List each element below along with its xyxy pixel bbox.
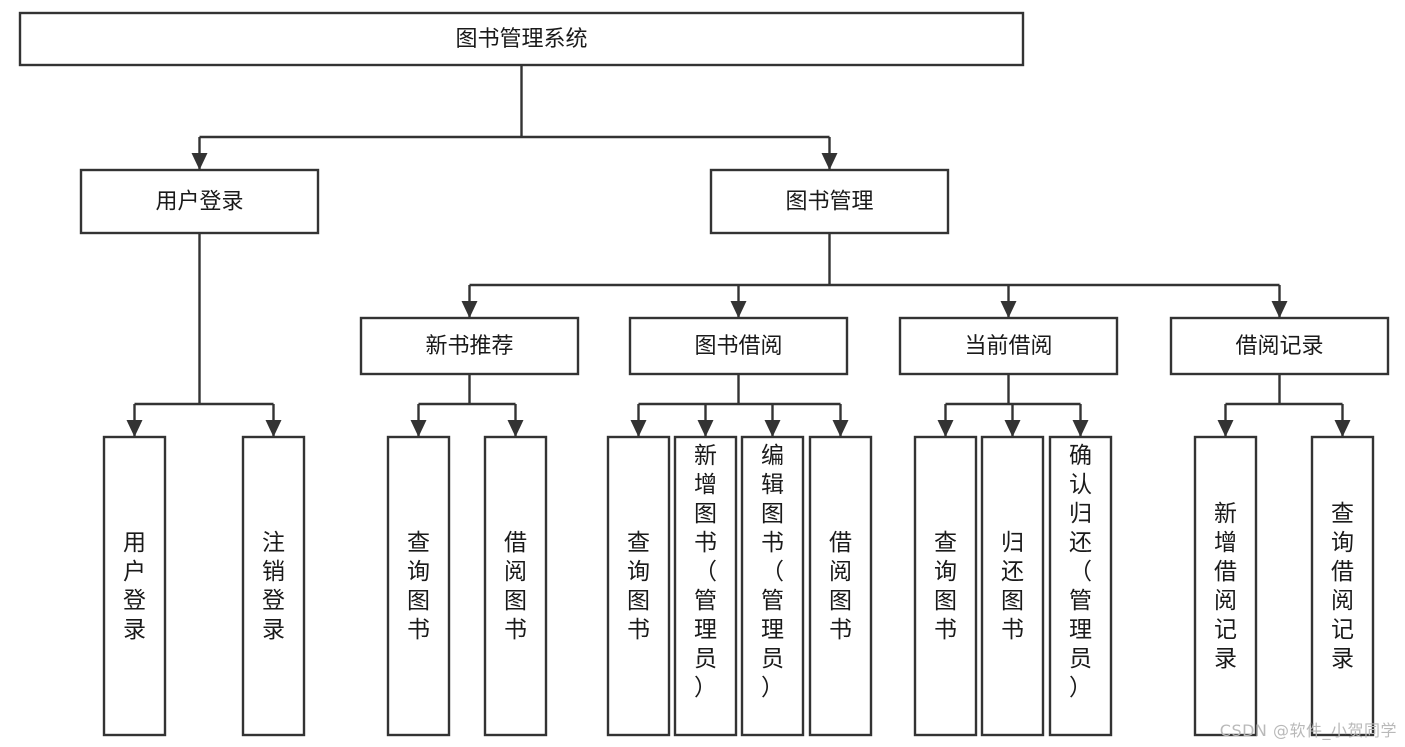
arrow-head-icon bbox=[697, 420, 714, 437]
node-user-login[interactable]: 用户登录 bbox=[79, 168, 320, 235]
node-label: 新增借阅记录 bbox=[1214, 501, 1237, 672]
node-box bbox=[1169, 316, 1390, 376]
node-leaf-query-book-borrow[interactable]: 查询图书 bbox=[606, 435, 671, 737]
node-box bbox=[1310, 435, 1375, 737]
arrow-head-icon bbox=[191, 153, 208, 170]
node-leaf-borrow-book-recommend[interactable]: 借阅图书 bbox=[483, 435, 548, 737]
node-label: 归还图书 bbox=[1001, 530, 1024, 643]
node-borrow-record[interactable]: 借阅记录 bbox=[1169, 316, 1390, 376]
node-leaf-return-book[interactable]: 归还图书 bbox=[980, 435, 1045, 737]
node-leaf-query-book-recommend[interactable]: 查询图书 bbox=[386, 435, 451, 737]
arrow-head-icon bbox=[1004, 420, 1021, 437]
arrow-head-icon bbox=[507, 420, 524, 437]
node-new-book-recommend[interactable]: 新书推荐 bbox=[359, 316, 580, 376]
node-label: 查询图书 bbox=[627, 530, 650, 643]
node-label: 确认归还（管理员） bbox=[1069, 443, 1092, 701]
node-box bbox=[740, 435, 805, 737]
arrow-head-icon bbox=[1072, 420, 1089, 437]
arrow-head-icon bbox=[937, 420, 954, 437]
node-box bbox=[241, 435, 306, 737]
node-label: 新书推荐 bbox=[425, 334, 513, 359]
node-leaf-borrow-book[interactable]: 借阅图书 bbox=[808, 435, 873, 737]
node-label: 新增图书（管理员） bbox=[694, 443, 717, 701]
node-label: 用户登录 bbox=[123, 530, 146, 643]
node-box bbox=[386, 435, 451, 737]
node-box bbox=[628, 316, 849, 376]
arrow-head-icon bbox=[410, 420, 427, 437]
node-box bbox=[18, 11, 1025, 67]
node-box bbox=[1048, 435, 1113, 737]
connector-layer bbox=[126, 65, 1351, 437]
node-label: 借阅记录 bbox=[1235, 334, 1323, 359]
arrow-head-icon bbox=[1217, 420, 1234, 437]
arrow-head-icon bbox=[1271, 301, 1288, 318]
node-box bbox=[898, 316, 1119, 376]
arrow-head-icon bbox=[832, 420, 849, 437]
node-box bbox=[79, 168, 320, 235]
node-label: 注销登录 bbox=[262, 530, 285, 643]
node-leaf-confirm-return-admin[interactable]: 确认归还（管理员） bbox=[1048, 435, 1113, 737]
node-label: 查询借阅记录 bbox=[1331, 501, 1354, 672]
edge-group-book-manage bbox=[461, 233, 1288, 318]
node-label: 借阅图书 bbox=[829, 530, 852, 643]
arrow-head-icon bbox=[126, 420, 143, 437]
node-box bbox=[709, 168, 950, 235]
node-label: 编辑图书（管理员） bbox=[761, 443, 784, 701]
node-box bbox=[102, 435, 167, 737]
edge-group-current-borrow bbox=[937, 374, 1089, 437]
arrow-head-icon bbox=[1000, 301, 1017, 318]
node-leaf-logout-login[interactable]: 注销登录 bbox=[241, 435, 306, 737]
node-label: 当前借阅 bbox=[964, 334, 1052, 359]
edge-group-user-login bbox=[126, 233, 282, 437]
node-label: 查询图书 bbox=[407, 530, 430, 643]
node-leaf-add-book-admin[interactable]: 新增图书（管理员） bbox=[673, 435, 738, 737]
node-book-borrow[interactable]: 图书借阅 bbox=[628, 316, 849, 376]
arrow-head-icon bbox=[461, 301, 478, 318]
edge-group-book-borrow bbox=[630, 374, 849, 437]
node-box bbox=[980, 435, 1045, 737]
arrow-head-icon bbox=[630, 420, 647, 437]
edge-group-root bbox=[191, 65, 838, 170]
node-box bbox=[606, 435, 671, 737]
node-box bbox=[359, 316, 580, 376]
csdn-watermark: CSDN @软件_小贺同学 bbox=[1219, 721, 1397, 740]
node-leaf-user-login[interactable]: 用户登录 bbox=[102, 435, 167, 737]
node-box bbox=[808, 435, 873, 737]
node-current-borrow[interactable]: 当前借阅 bbox=[898, 316, 1119, 376]
node-label: 图书管理 bbox=[785, 190, 873, 215]
node-box bbox=[1193, 435, 1258, 737]
node-box bbox=[673, 435, 738, 737]
node-label: 图书借阅 bbox=[694, 334, 782, 359]
arrow-head-icon bbox=[764, 420, 781, 437]
node-box bbox=[483, 435, 548, 737]
node-leaf-query-book-current[interactable]: 查询图书 bbox=[913, 435, 978, 737]
node-book-manage[interactable]: 图书管理 bbox=[709, 168, 950, 235]
node-label: 用户登录 bbox=[155, 190, 243, 215]
edge-group-new-book-recommend bbox=[410, 374, 524, 437]
arrow-head-icon bbox=[1334, 420, 1351, 437]
node-root[interactable]: 图书管理系统 bbox=[18, 11, 1025, 67]
arrow-head-icon bbox=[265, 420, 282, 437]
node-label: 查询图书 bbox=[934, 530, 957, 643]
node-layer: 图书管理系统用户登录图书管理新书推荐图书借阅当前借阅借阅记录用户登录注销登录查询… bbox=[18, 11, 1390, 737]
edge-group-borrow-record bbox=[1217, 374, 1351, 437]
arrow-head-icon bbox=[730, 301, 747, 318]
node-leaf-edit-book-admin[interactable]: 编辑图书（管理员） bbox=[740, 435, 805, 737]
node-leaf-add-borrow-record[interactable]: 新增借阅记录 bbox=[1193, 435, 1258, 737]
node-leaf-query-borrow-record[interactable]: 查询借阅记录 bbox=[1310, 435, 1375, 737]
node-label: 借阅图书 bbox=[504, 530, 527, 643]
node-label: 图书管理系统 bbox=[455, 27, 587, 52]
node-box bbox=[913, 435, 978, 737]
arrow-head-icon bbox=[821, 153, 838, 170]
